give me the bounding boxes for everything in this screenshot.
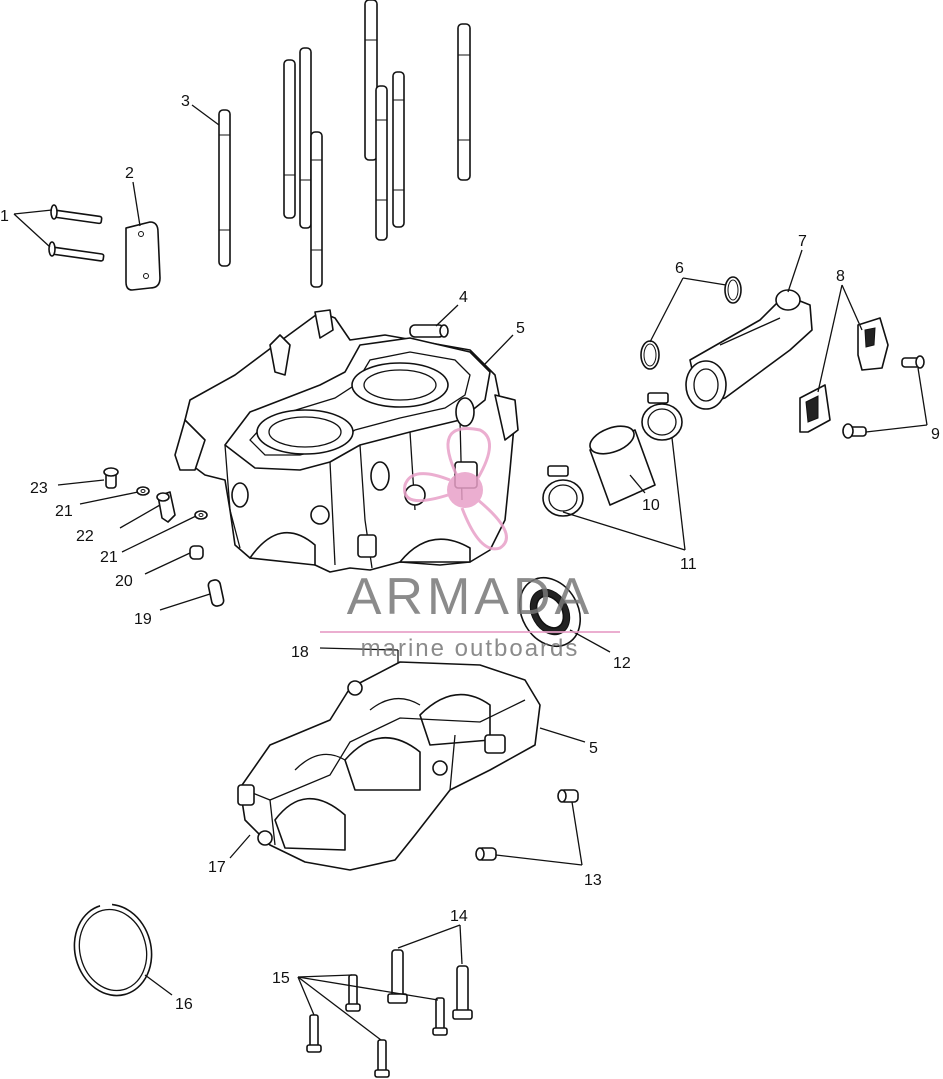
callout-9: 9 — [931, 426, 940, 443]
callout-21a: 21 — [55, 503, 73, 520]
dowel-pin-part-4 — [409, 324, 449, 338]
watermark-tagline: marine outboards — [361, 635, 580, 662]
callout-15: 15 — [272, 970, 290, 987]
callout-23: 23 — [30, 480, 48, 497]
cover-plate-part-2 — [125, 221, 161, 291]
callout-14: 14 — [450, 908, 468, 925]
callout-20: 20 — [115, 573, 133, 590]
oil-seal-part-12 — [519, 577, 581, 647]
lower-crankcase-part-5 — [237, 661, 541, 871]
callout-labels: 1 2 3 4 5 5 6 7 8 9 10 11 12 13 14 15 16… — [0, 93, 940, 1013]
watermark-brand: ARMADA — [347, 568, 593, 626]
bolts-part-1 — [48, 204, 105, 262]
callout-21b: 21 — [100, 549, 118, 566]
retaining-ring-part-16 — [73, 902, 153, 997]
callout-10: 10 — [642, 497, 660, 514]
armada-watermark: ARMADA marine outboards — [320, 427, 620, 662]
cylinder-studs — [218, 0, 471, 288]
hoses-and-clamps — [542, 276, 925, 517]
callout-7: 7 — [798, 233, 807, 250]
callout-12: 12 — [613, 655, 631, 672]
callout-6: 6 — [675, 260, 684, 277]
callout-13: 13 — [584, 872, 602, 889]
callout-5-upper: 5 — [516, 320, 525, 337]
callout-17: 17 — [208, 859, 226, 876]
callout-5-lower: 5 — [589, 740, 598, 757]
callout-3: 3 — [181, 93, 190, 110]
callout-16: 16 — [175, 996, 193, 1013]
callout-11: 11 — [680, 556, 697, 573]
small-fasteners-left — [103, 467, 225, 607]
callout-2: 2 — [125, 165, 134, 182]
propeller-logo-icon — [403, 427, 508, 551]
upper-crankcase-part-5 — [174, 309, 519, 573]
callout-22: 22 — [76, 528, 94, 545]
crankcase-bolts — [306, 949, 473, 1078]
callout-19: 19 — [134, 611, 152, 628]
callout-4: 4 — [459, 289, 468, 306]
plugs-part-13 — [475, 789, 579, 861]
callout-1: 1 — [0, 208, 9, 225]
leader-lines — [13, 104, 928, 1041]
callout-8: 8 — [836, 268, 845, 285]
callout-18: 18 — [291, 644, 309, 661]
